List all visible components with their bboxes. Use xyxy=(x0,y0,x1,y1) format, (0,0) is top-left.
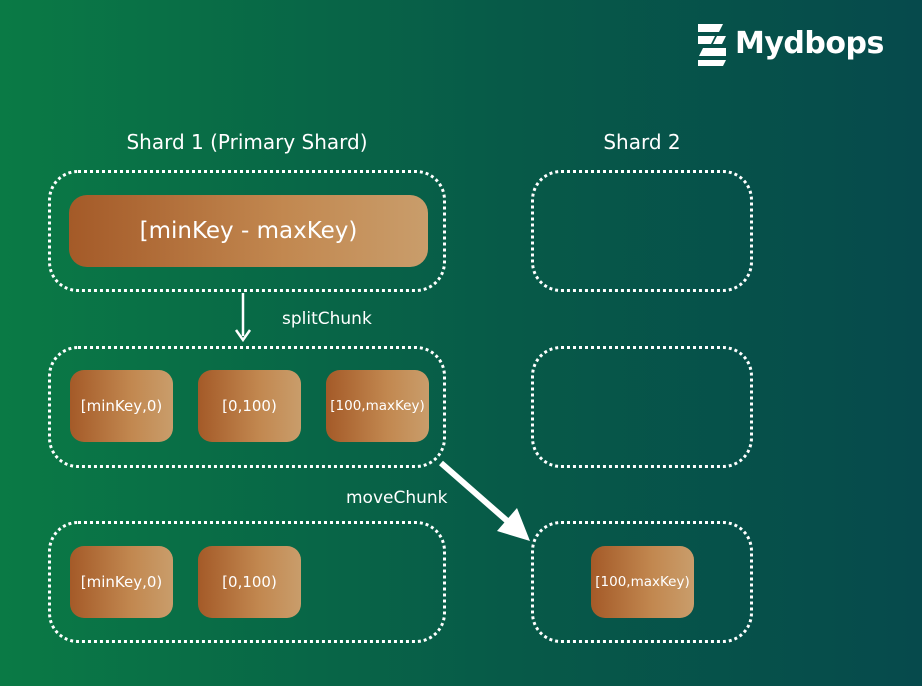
shard1-title: Shard 1 (Primary Shard) xyxy=(126,130,368,154)
shard2-stage3-container xyxy=(531,521,753,643)
split-chunk-label: splitChunk xyxy=(282,309,372,329)
chunk-100-maxkey: [100,maxKey) xyxy=(326,370,429,442)
brand-logo: Mydbops xyxy=(695,20,884,68)
chunk-minkey-0: [minKey,0) xyxy=(70,370,173,442)
chunk-minkey-maxkey: [minKey - maxKey) xyxy=(69,195,428,267)
move-arrow xyxy=(439,460,530,541)
shard1-stage2-container xyxy=(48,346,446,468)
shard2-stage2-container xyxy=(531,346,753,468)
chunk-0-100: [0,100) xyxy=(198,370,301,442)
shard2-stage1-container xyxy=(531,170,753,292)
shard1-stage1-container xyxy=(48,170,446,292)
split-arrow xyxy=(234,293,252,343)
shard2-title: Shard 2 xyxy=(603,130,681,154)
brand-name: Mydbops xyxy=(735,26,884,61)
chunk-minkey-0: [minKey,0) xyxy=(70,546,173,618)
mydbops-logo-icon xyxy=(698,24,726,66)
chunk-0-100: [0,100) xyxy=(198,546,301,618)
chunk-100-maxkey-moved: [100,maxKey) xyxy=(591,546,694,618)
move-chunk-label: moveChunk xyxy=(346,488,448,508)
shard1-stage3-container xyxy=(48,521,446,643)
